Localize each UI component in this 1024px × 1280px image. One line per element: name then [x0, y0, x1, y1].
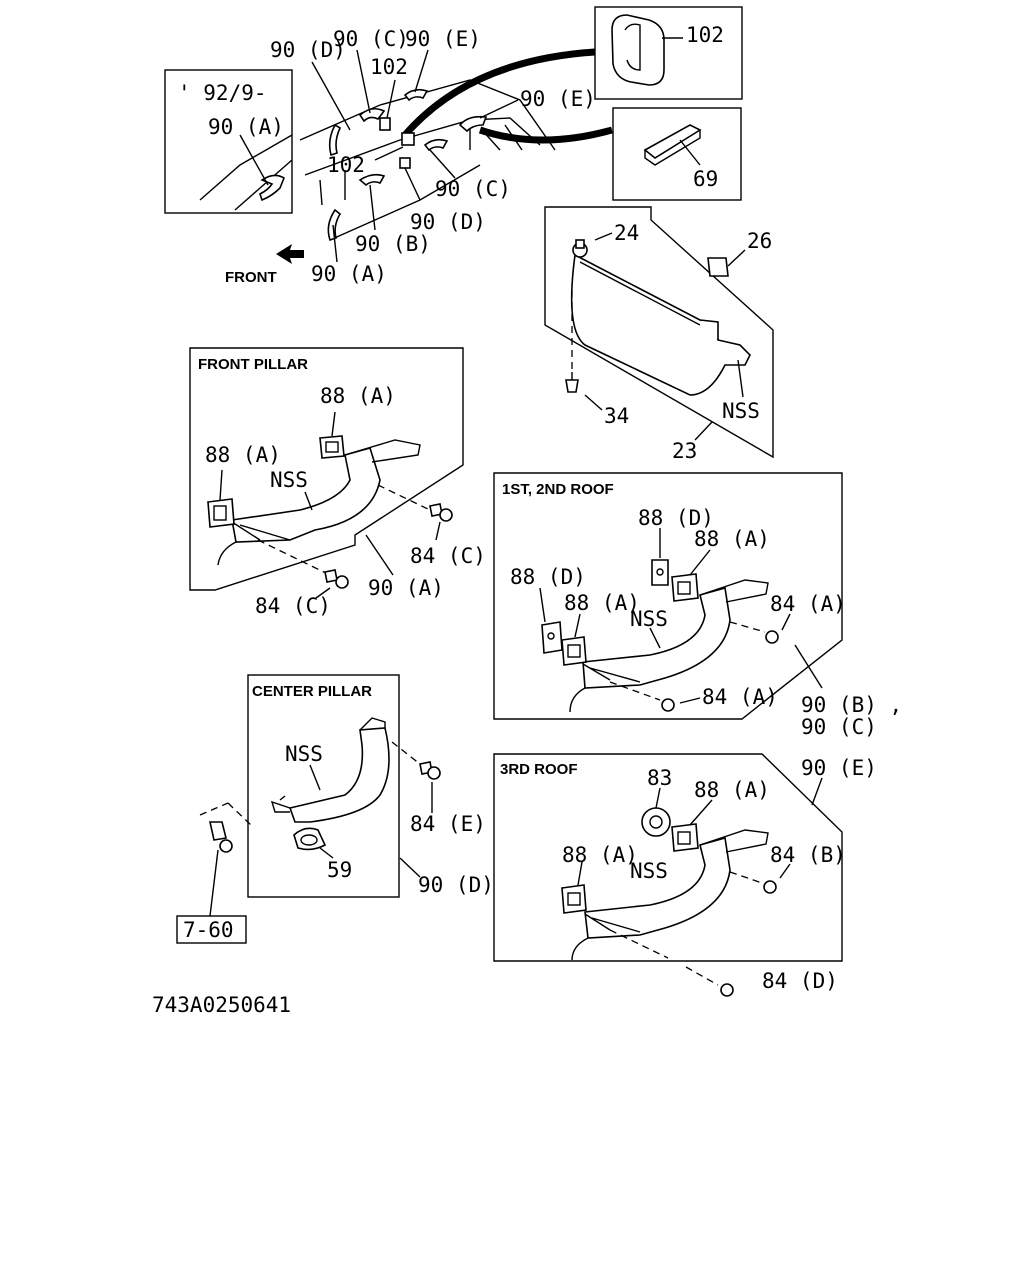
label-90b-low: 90 (B) [355, 232, 431, 256]
label-90e-mid: 90 (E) [520, 87, 596, 111]
label-90d-top: 90 (D) [270, 38, 346, 62]
label-90d-low: 90 (D) [410, 210, 486, 234]
drawing-number: 743A0250641 [152, 993, 291, 1017]
label-r12-84a-right: 84 (A) [770, 592, 846, 616]
label-r3-84b: 84 (B) [770, 843, 846, 867]
vehicle-roof-overview [299, 48, 613, 263]
label-r12-88a-mid: 88 (A) [564, 591, 640, 615]
label-cp-59: 59 [327, 858, 352, 882]
sun-visor-assembly [544, 206, 774, 459]
label-69: 69 [693, 167, 718, 191]
label-fp-84c-right: 84 (C) [410, 544, 486, 568]
inset-92-9 [164, 69, 293, 214]
label-r3-83: 83 [647, 766, 672, 790]
label-24: 24 [614, 221, 639, 245]
label-90c-top: 90 (C) [333, 27, 409, 51]
label-r3-84d: 84 (D) [762, 969, 838, 993]
label-90e-top: 90 (E) [405, 27, 481, 51]
label-r12-88d-left: 88 (D) [510, 565, 586, 589]
label-fp-nss: NSS [270, 468, 308, 492]
roof-3-assembly [493, 753, 843, 997]
inset-part-69 [612, 107, 742, 201]
label-front: FRONT [225, 269, 277, 286]
label-90c-low: 90 (C) [435, 177, 511, 201]
label-r12-84a-bottom: 84 (A) [702, 685, 778, 709]
title-roof-3: 3RD ROOF [500, 761, 578, 778]
label-34: 34 [604, 404, 629, 428]
label-102-box: 102 [686, 23, 724, 47]
label-102-low: 102 [327, 153, 365, 177]
label-23: 23 [672, 439, 697, 463]
label-r3-90e: 90 (E) [801, 756, 877, 780]
label-r12-90c: 90 (C) [801, 715, 877, 739]
label-fp-88a-top: 88 (A) [320, 384, 396, 408]
front-arrow-icon [276, 244, 304, 264]
label-r12-90b: 90 (B) , [801, 693, 902, 717]
label-date-code: ' 92/9- [178, 81, 267, 105]
label-fp-88a-left: 88 (A) [205, 443, 281, 467]
label-fp-84c-bottom: 84 (C) [255, 594, 331, 618]
label-r12-nss: NSS [630, 607, 668, 631]
label-90a-low: 90 (A) [311, 262, 387, 286]
label-nss-visor: NSS [722, 399, 760, 423]
front-pillar-assembly [189, 347, 464, 599]
label-ref-760[interactable]: 7-60 [183, 918, 234, 942]
roof-1-2-assembly [493, 472, 843, 720]
inset-clip-102 [594, 6, 743, 100]
label-r12-88d-top: 88 (D) [638, 506, 714, 530]
label-fp-90a: 90 (A) [368, 576, 444, 600]
title-roof-1-2: 1ST, 2ND ROOF [502, 481, 614, 498]
label-cp-84e: 84 (E) [410, 812, 486, 836]
label-26: 26 [747, 229, 772, 253]
center-pillar-assembly [199, 674, 441, 917]
label-r3-88a-left: 88 (A) [562, 843, 638, 867]
label-cp-nss: NSS [285, 742, 323, 766]
label-cp-90d: 90 (D) [418, 873, 494, 897]
title-front-pillar: FRONT PILLAR [198, 356, 308, 373]
label-r3-nss: NSS [630, 859, 668, 883]
label-r3-88a-top: 88 (A) [694, 778, 770, 802]
title-center-pillar: CENTER PILLAR [252, 683, 372, 700]
label-90a-inset: 90 (A) [208, 115, 284, 139]
label-r12-88a-top: 88 (A) [694, 527, 770, 551]
label-102-mid: 102 [370, 55, 408, 79]
reference-box-7-60 [176, 915, 247, 944]
